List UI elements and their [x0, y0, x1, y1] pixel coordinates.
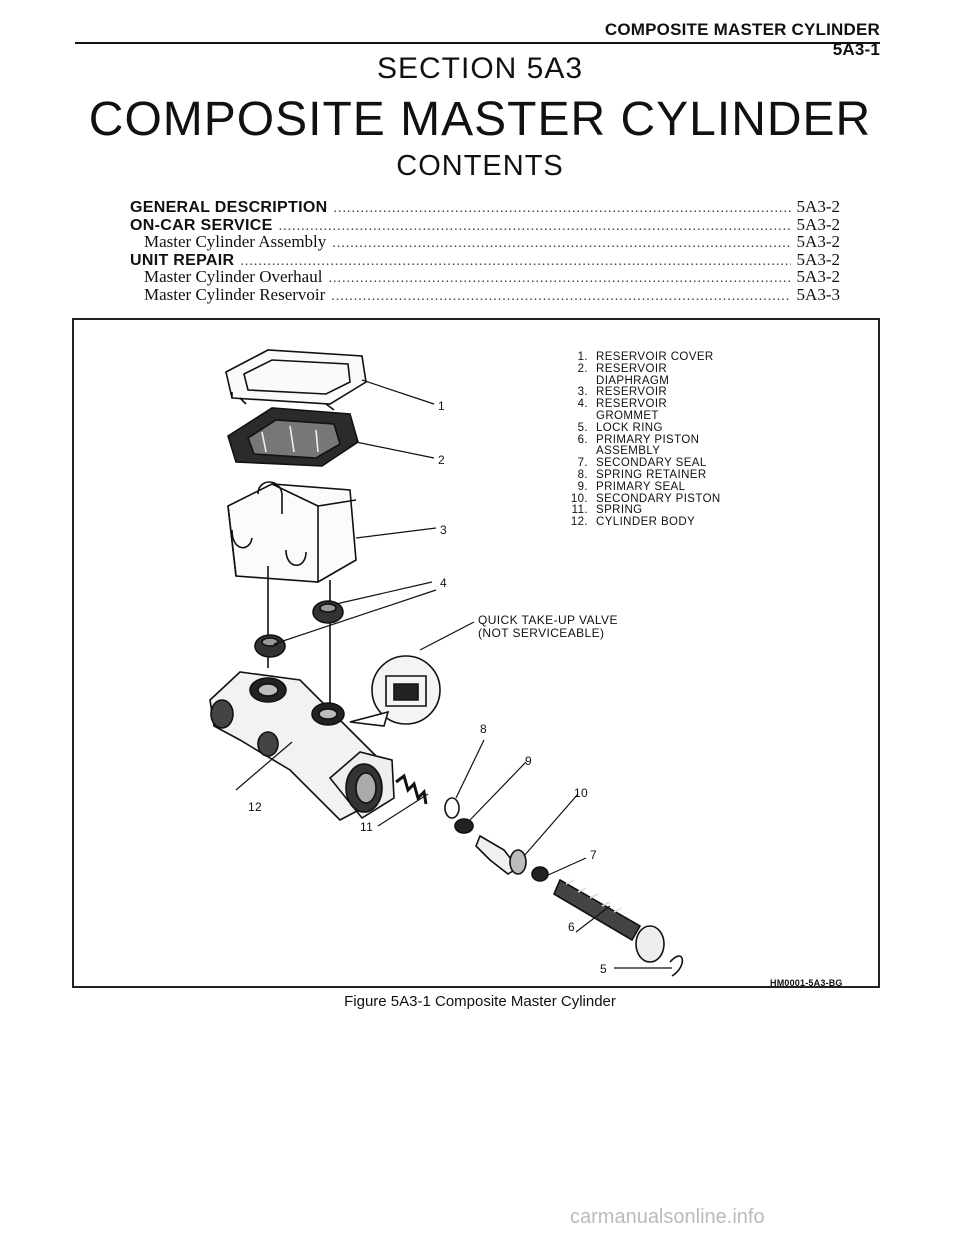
toc-entry-unit-repair[interactable]: UNIT REPAIR 5A3-2	[130, 251, 840, 269]
running-header: COMPOSITE MASTER CYLINDER 5A3-1	[604, 20, 880, 59]
toc-entry-master-cylinder-assembly[interactable]: Master Cylinder Assembly 5A3-2	[130, 233, 840, 251]
legend-text: LOCK RING	[596, 421, 663, 434]
legend-text: SPRING	[596, 504, 643, 517]
figure-caption: Figure 5A3-1 Composite Master Cylinder	[344, 993, 616, 1010]
callout-8: 8	[480, 722, 487, 736]
legend-item: 2. RESERVOIR	[560, 362, 820, 376]
toc-entry-general-description[interactable]: GENERAL DESCRIPTION 5A3-2	[130, 198, 840, 216]
toc-label: GENERAL DESCRIPTION	[130, 199, 328, 216]
legend-item: 6. PRIMARY PISTON	[560, 433, 820, 447]
callout-12: 12	[248, 800, 262, 814]
spring-drawing	[395, 773, 428, 805]
legend-text: RESERVOIR	[596, 398, 668, 411]
legend-text: SECONDARY SEAL	[596, 457, 707, 470]
legend-text: CYLINDER BODY	[596, 516, 696, 529]
callout-9: 9	[525, 754, 532, 768]
legend-text: SPRING RETAINER	[596, 468, 707, 481]
callout-1: 1	[438, 399, 445, 413]
legend-item: 11. SPRING	[560, 505, 820, 517]
legend-item: 3. RESERVOIR	[560, 387, 820, 399]
legend-item: 9. PRIMARY SEAL	[560, 480, 820, 494]
legend-num: 1.	[577, 351, 588, 363]
callout-3: 3	[440, 523, 447, 537]
legend-num: 8.	[577, 468, 588, 481]
legend-item: 8. SPRING RETAINER	[560, 468, 820, 482]
legend-num	[560, 411, 596, 423]
toc-label: Master Cylinder Reservoir	[144, 284, 326, 304]
cylinder-body-drawing	[209, 671, 395, 821]
legend-item: 10. SECONDARY PISTON	[560, 492, 820, 506]
callout-7: 7	[590, 848, 597, 862]
qtv-line-1: QUICK TAKE-UP VALVE	[478, 613, 618, 627]
page-title: COMPOSITE MASTER CYLINDER	[88, 93, 872, 146]
toc-page: 5A3-2	[796, 249, 840, 269]
legend-num: 7.	[577, 457, 588, 470]
header-rule	[75, 42, 880, 44]
legend-text: GROMMET	[596, 409, 659, 422]
toc-label: Master Cylinder Assembly	[144, 232, 327, 252]
legend-num: 6.	[577, 433, 588, 446]
legend-item: 4. RESERVOIR	[560, 398, 820, 411]
callout-5: 5	[600, 962, 607, 976]
legend-num: 4.	[577, 398, 588, 411]
legend-item: 7. SECONDARY SEAL	[560, 457, 820, 470]
toc-entry-on-car-service[interactable]: ON-CAR SERVICE 5A3-2	[130, 214, 840, 234]
callout-11: 11	[360, 820, 374, 834]
legend-item: DIAPHRAGM	[560, 374, 820, 388]
figure-frame	[72, 318, 880, 988]
toc-entry-master-cylinder-reservoir[interactable]: Master Cylinder Reservoir 5A3-3	[130, 286, 840, 304]
figure-code: HM0001-5A3-BG	[770, 978, 843, 988]
parts-legend: 1.RESERVOIR COVER 2.RESERVOIR DIAPHRAGM …	[560, 351, 820, 529]
legend-item: 1. RESERVOIR COVER	[560, 351, 820, 364]
callout-2: 2	[438, 453, 445, 467]
legend-text: PRIMARY SEAL	[596, 480, 686, 493]
leader-lines	[235, 379, 672, 969]
quick-take-up-valve-inset	[349, 655, 441, 727]
table-of-contents: GENERAL DESCRIPTION 5A3-2 ON-CAR SERVICE…	[130, 198, 840, 304]
contents-heading: CONTENTS	[396, 150, 564, 182]
legend-item: 5. LOCK RING	[560, 421, 820, 435]
legend-text: RESERVOIR	[596, 386, 668, 399]
legend-num: 12.	[570, 516, 588, 529]
legend-num: 11.	[571, 504, 588, 517]
callout-4: 4	[440, 576, 447, 590]
toc-label: UNIT REPAIR	[130, 251, 235, 269]
section-number: SECTION 5A3	[376, 52, 584, 85]
reservoir-cover-drawing	[225, 349, 367, 411]
legend-text: PRIMARY PISTON	[596, 433, 700, 446]
toc-label: Master Cylinder Overhaul	[144, 267, 323, 287]
legend-num: 3.	[577, 386, 588, 399]
callout-6: 6	[568, 920, 575, 934]
legend-num: 2.	[577, 362, 588, 375]
toc-label: ON-CAR SERVICE	[130, 216, 273, 234]
legend-item: ASSEMBLY	[560, 446, 820, 458]
quick-take-up-valve-label: QUICK TAKE-UP VALVE (NOT SERVICEABLE)	[478, 614, 618, 640]
toc-page: 5A3-2	[796, 197, 840, 216]
toc-page: 5A3-2	[796, 214, 840, 234]
legend-num: 10.	[570, 492, 588, 505]
legend-num: 5.	[577, 421, 588, 434]
legend-item: GROMMET	[560, 409, 820, 423]
toc-page: 5A3-3	[796, 284, 840, 304]
reservoir-diaphragm-drawing	[227, 407, 359, 467]
watermark: carmanualsonline.info	[570, 1206, 765, 1228]
toc-entry-master-cylinder-overhaul[interactable]: Master Cylinder Overhaul 5A3-2	[130, 268, 840, 286]
callout-10: 10	[574, 786, 588, 800]
toc-page: 5A3-2	[796, 232, 840, 252]
legend-text: RESERVOIR COVER	[596, 351, 714, 363]
legend-text: ASSEMBLY	[596, 445, 661, 458]
seals-and-pistons-drawing	[444, 797, 684, 977]
legend-text: RESERVOIR	[596, 362, 668, 375]
toc-page: 5A3-2	[796, 267, 840, 287]
legend-text: DIAPHRAGM	[596, 374, 670, 387]
legend-num: 9.	[577, 480, 588, 493]
legend-item: 12. CYLINDER BODY	[560, 516, 820, 529]
qtv-line-2: (NOT SERVICEABLE)	[478, 626, 605, 640]
legend-text: SECONDARY PISTON	[596, 492, 721, 505]
